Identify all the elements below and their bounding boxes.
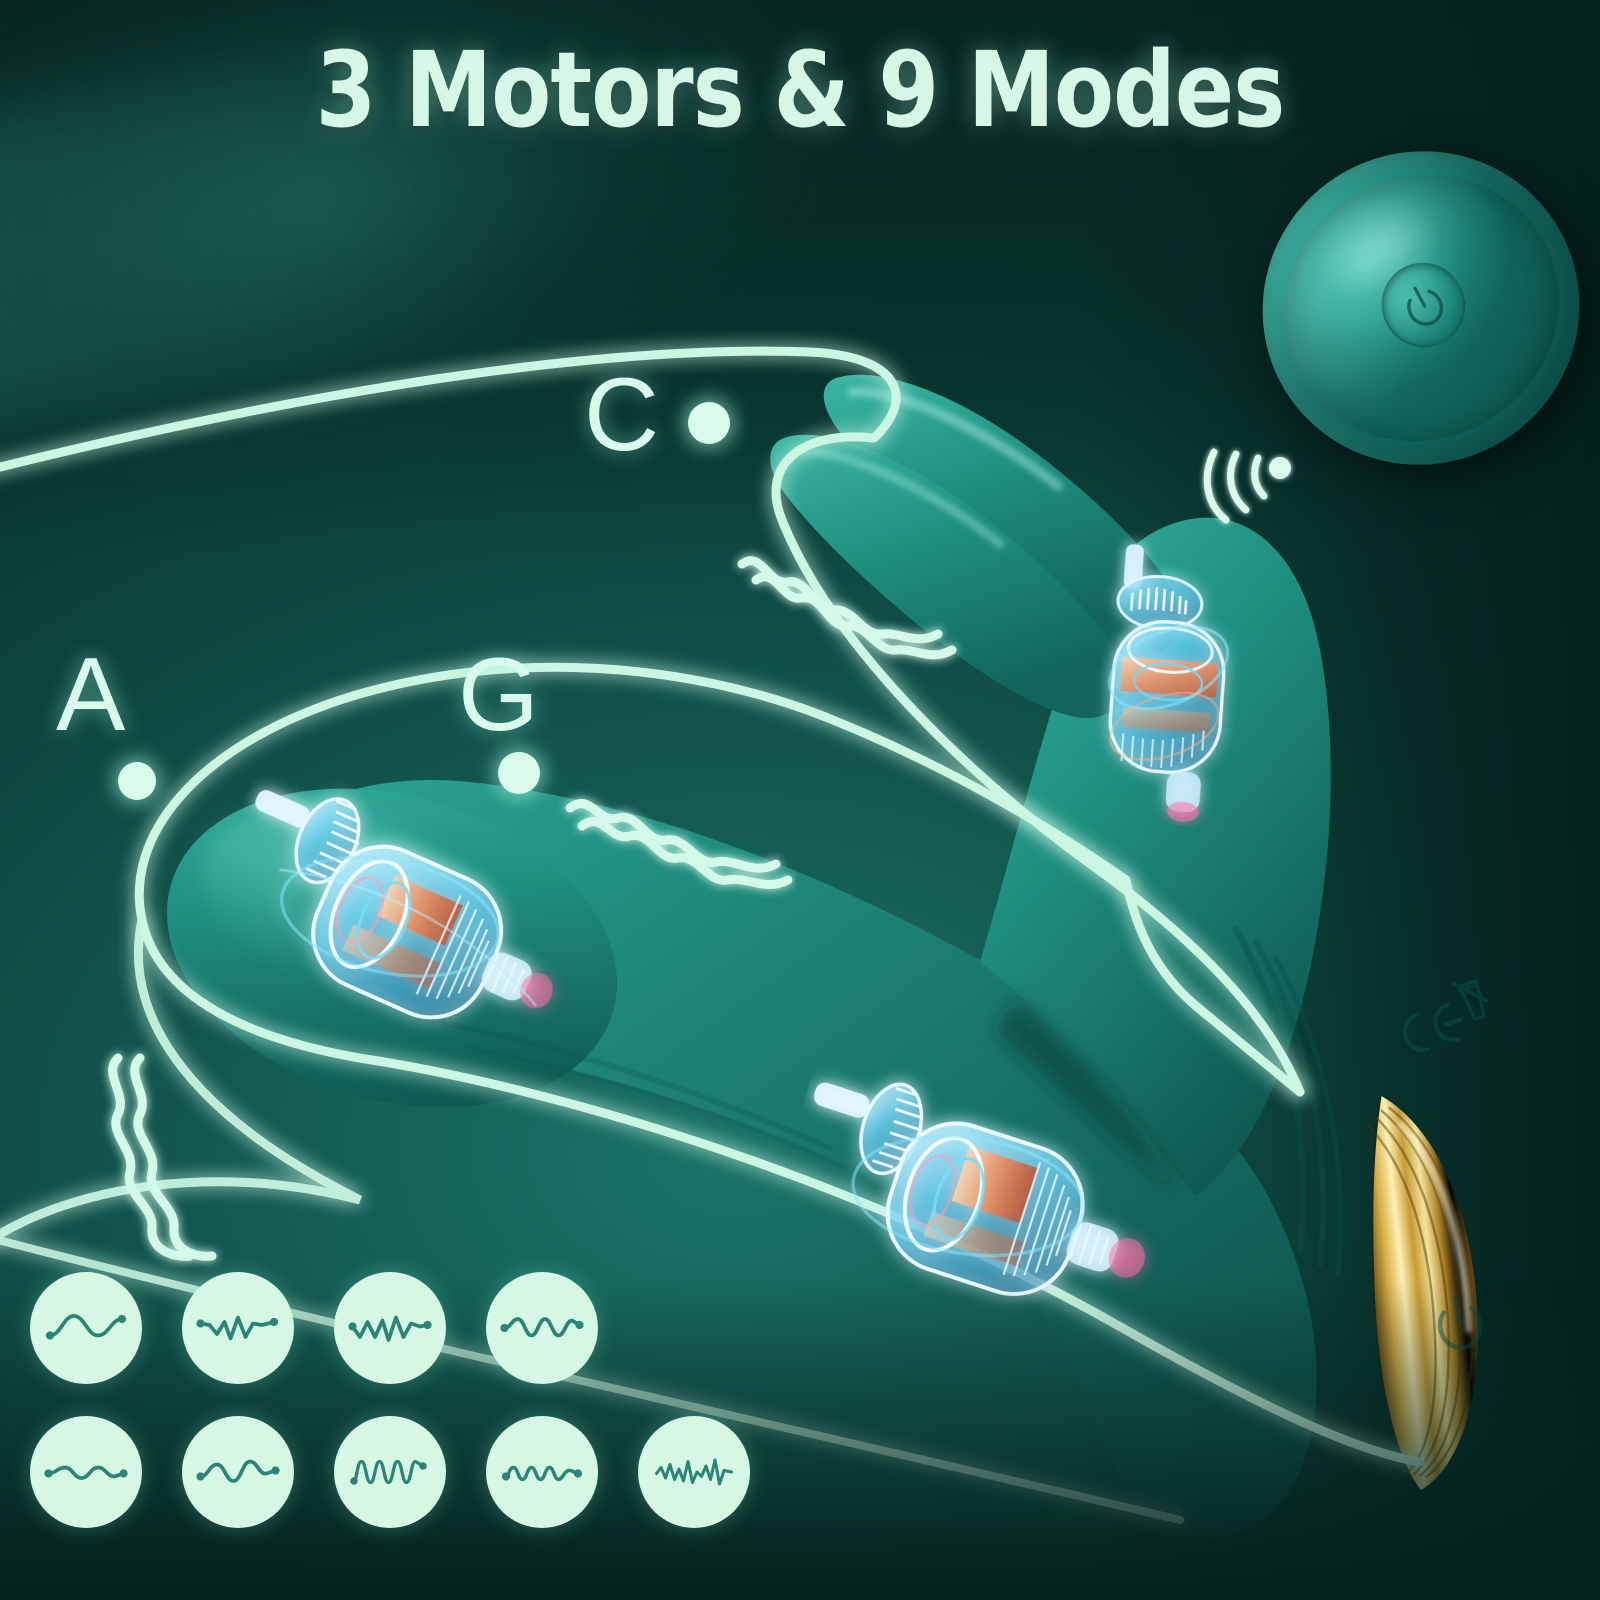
- motor-clitoral: [1107, 544, 1230, 822]
- mode-4-low-wave-icon: [500, 1317, 584, 1338]
- callout-dot-g: [498, 752, 540, 794]
- callout-label-g: G: [458, 637, 539, 753]
- mode-9-random-burst-icon: [655, 1458, 733, 1486]
- mode-row-1: [30, 1272, 790, 1384]
- motor-rear-shaft: [1165, 771, 1201, 822]
- motor-shaft: [813, 1082, 870, 1118]
- motor-body: [311, 844, 504, 1020]
- motor-energy-ring: [851, 1134, 1086, 1258]
- motor-a-spot: [255, 790, 553, 1020]
- callout-label-a: A: [56, 637, 126, 753]
- page-title: 3 Motors & 9 Modes: [315, 29, 1286, 151]
- mode-badge-grid: [30, 1272, 790, 1560]
- mode-8-small-dense-wave-icon: [501, 1465, 583, 1482]
- mode-badge-2[interactable]: [182, 1272, 294, 1384]
- remote-power-button[interactable]: [1366, 248, 1481, 363]
- signal-arc-mid: [1227, 450, 1250, 514]
- signal-arc-inner: [1251, 454, 1268, 500]
- outline-lower-sweep: [0, 915, 363, 1240]
- mode-5-gentle-ripple-icon: [44, 1465, 128, 1480]
- mode-7-tall-dense-sine-icon: [350, 1459, 427, 1485]
- mode-badge-4[interactable]: [486, 1272, 598, 1384]
- motor-shaft: [255, 790, 310, 828]
- mode-badge-7[interactable]: [334, 1416, 446, 1528]
- device-ear-highlight: [847, 386, 1063, 491]
- mode-badge-3[interactable]: [334, 1272, 446, 1384]
- motor-rear-shaft: [1066, 1222, 1146, 1278]
- mode-badge-9[interactable]: [638, 1416, 750, 1528]
- device-ear-highlight-2: [793, 447, 1005, 549]
- ce-mark-c: [1402, 1012, 1431, 1052]
- outline-top-swoosh: [0, 346, 901, 472]
- callout-dot-c: [688, 402, 730, 444]
- callout-label-c: C: [584, 357, 660, 473]
- motor-energy-ring: [279, 855, 500, 978]
- ce-mark-e: [1433, 1002, 1463, 1042]
- motor-g-spot: [813, 1082, 1146, 1297]
- device-ear-upper: [823, 374, 1180, 657]
- weee-bin-icon: [1451, 978, 1489, 1022]
- motor-body: [1108, 620, 1226, 775]
- wireless-remote[interactable]: [1207, 95, 1600, 521]
- mode-badge-5[interactable]: [30, 1416, 142, 1528]
- mode-1-smooth-sine-icon: [45, 1314, 127, 1340]
- mode-badge-1[interactable]: [30, 1272, 142, 1384]
- outline-ears: [771, 432, 1305, 1097]
- callout-dot-a: [118, 762, 156, 800]
- signal-dot: [1269, 457, 1291, 479]
- power-icon: [1406, 286, 1443, 326]
- signal-arc-outer: [1203, 448, 1230, 524]
- motor-shaft: [1123, 544, 1144, 589]
- mode-6-medium-sine-icon: [196, 1459, 280, 1483]
- mode-badge-8[interactable]: [486, 1416, 598, 1528]
- mode-2-sharp-zigzag-icon: [196, 1315, 279, 1341]
- mode-3-tall-zigzag-icon: [348, 1315, 432, 1342]
- mode-badge-6[interactable]: [182, 1416, 294, 1528]
- motor-energy-ring: [1107, 625, 1230, 711]
- mode-row-2: [30, 1416, 790, 1528]
- device-inner-shadow: [996, 1000, 1176, 1192]
- wireless-signal-icon: [1203, 448, 1291, 524]
- outline-notch: [1121, 875, 1305, 1097]
- certification-marks: [1402, 978, 1489, 1052]
